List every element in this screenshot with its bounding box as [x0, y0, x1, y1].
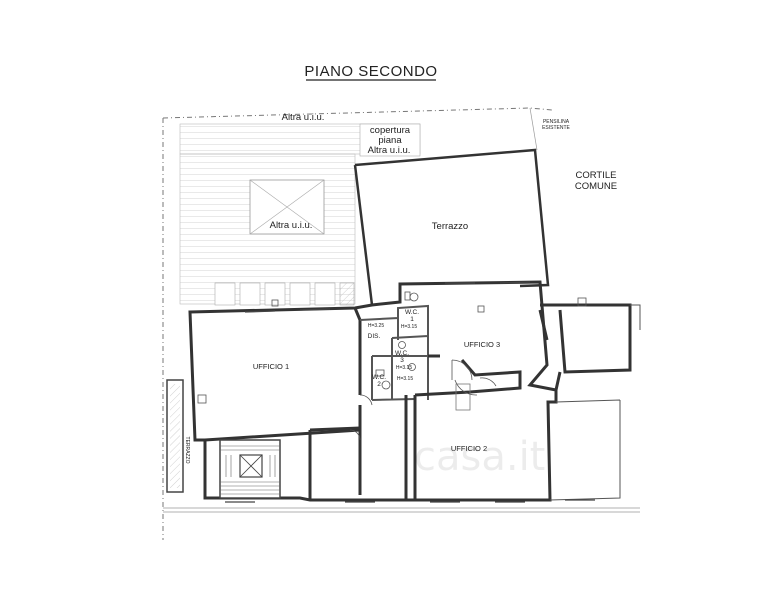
- label-h315-c: H=3.15: [397, 376, 413, 382]
- label-altra-top: Altra u.i.u.: [282, 112, 325, 123]
- label-dis: DIS.: [368, 333, 381, 340]
- label-wc1-a: W.C.: [405, 309, 419, 316]
- staircase: [219, 439, 281, 499]
- label-wc3-b: 3: [400, 357, 404, 364]
- fixtures: [197, 291, 587, 404]
- side-terrace: [166, 379, 184, 493]
- watermark: casa.it: [414, 434, 545, 480]
- label-ufficio-1: UFFICIO 1: [253, 362, 289, 371]
- label-copertura-1: copertura: [370, 125, 411, 136]
- right-annex-walls: [538, 303, 632, 391]
- label-copertura-3: Altra u.i.u.: [368, 145, 411, 156]
- label-h315-b: H=3.15: [396, 365, 412, 371]
- label-cortile-2: COMUNE: [575, 181, 617, 192]
- window-marks: [225, 281, 595, 503]
- label-wc1-b: 1: [410, 316, 414, 323]
- label-ufficio-2: UFFICIO 2: [451, 444, 487, 453]
- door-swings: [349, 359, 497, 441]
- label-ufficio-3: UFFICIO 3: [464, 340, 500, 349]
- roof-hatched-area: [179, 123, 421, 306]
- label-wc3-a: W.C.: [395, 350, 409, 357]
- label-wc2-a: W.C.: [372, 374, 386, 381]
- label-wc2-b: 2: [377, 381, 381, 388]
- label-terrazzo-side: TERRAZZO: [184, 437, 190, 464]
- label-pensilina-1: PENSILINA: [543, 119, 570, 125]
- ufficio-1-walls: [204, 307, 362, 442]
- bathroom-walls: [359, 304, 429, 401]
- label-h325: H=3.25: [368, 323, 384, 329]
- terrazzo-outline: [353, 148, 550, 306]
- pensilina-edge: [529, 107, 538, 151]
- label-cortile-1: CORTILE: [575, 170, 616, 181]
- label-altra-mid: Altra u.i.u.: [270, 220, 313, 231]
- label-pensilina-2: ESISTENTE: [542, 125, 570, 131]
- plan-title: PIANO SECONDO: [304, 63, 437, 80]
- label-terrazzo-upper: Terrazzo: [432, 221, 468, 232]
- right-extension: [549, 304, 641, 501]
- ufficio-3-walls: [413, 354, 522, 500]
- property-boundary: [162, 107, 553, 540]
- label-h315-a: H=3.15: [401, 324, 417, 330]
- label-copertura-2: piana: [378, 135, 402, 146]
- ufficio-2-walls: [308, 395, 408, 500]
